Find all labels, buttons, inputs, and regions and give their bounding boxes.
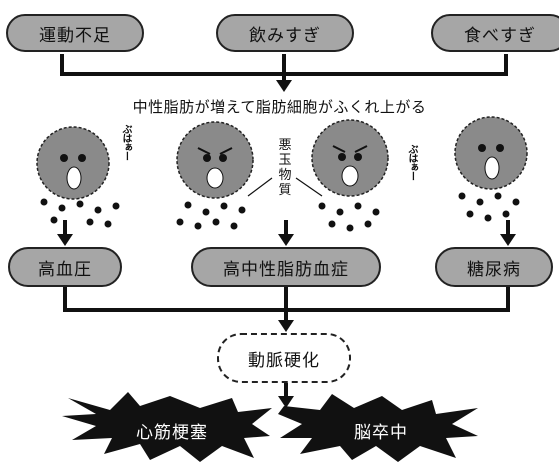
bad-substance-dots [40, 192, 520, 232]
cause-box: 運動不足 [6, 14, 144, 52]
disease-box: 高中性脂肪血症 [191, 247, 381, 287]
sound-effect: ぶはぁー [120, 124, 131, 160]
fat-cell [176, 121, 254, 199]
disease-box: 糖尿病 [435, 247, 553, 287]
disease-box: 高血圧 [8, 247, 122, 287]
cause-box: 飲みすぎ [216, 14, 354, 52]
fat-cell [311, 119, 389, 197]
bad-substance-label: 悪玉物質 [278, 138, 292, 198]
heart-attack-burst [62, 392, 272, 462]
arteriosclerosis-box: 動脈硬化 [217, 333, 351, 383]
fat-cell [36, 126, 110, 200]
caption: 中性脂肪が増えて脂肪細胞がふくれ上がる [132, 98, 427, 116]
outcome-label: 脳卒中 [354, 423, 408, 443]
sound-effect: ぶはぁー [406, 144, 417, 180]
fat-cell [454, 116, 528, 190]
cause-box: 食べすぎ [431, 14, 559, 52]
outcome-label: 心筋梗塞 [136, 423, 208, 443]
stroke-burst [278, 394, 478, 462]
